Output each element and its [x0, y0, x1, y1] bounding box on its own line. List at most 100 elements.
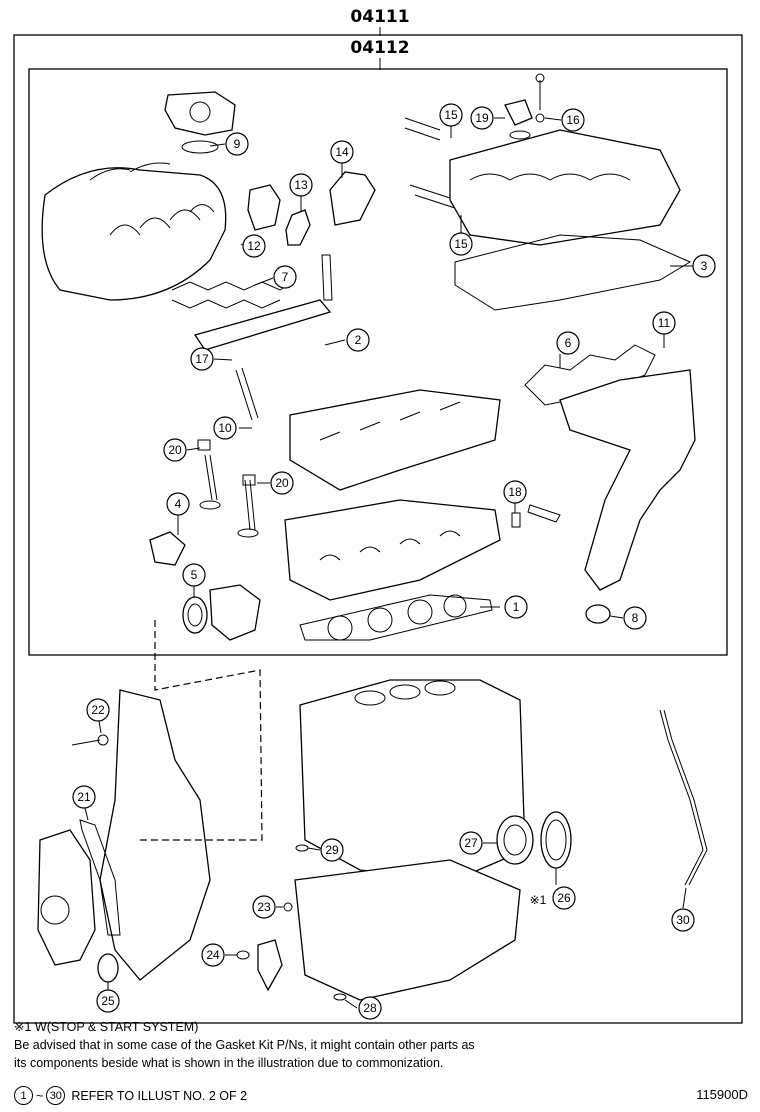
svg-text:10: 10: [218, 421, 232, 435]
svg-text:9: 9: [234, 137, 241, 151]
oil-filler-cap: [504, 99, 533, 140]
cam-sensor-14: [329, 171, 376, 226]
callout-11: 11: [652, 311, 676, 335]
water-outlet: [209, 584, 261, 641]
svg-text:8: 8: [632, 611, 639, 625]
callout-18: 18: [503, 480, 527, 504]
svg-text:15: 15: [454, 237, 468, 251]
head-cover-gasket: [454, 234, 692, 311]
cylinder-head-cover: [449, 129, 681, 246]
throttle-gasket-shape: [181, 140, 219, 154]
range-start-callout: 1: [14, 1086, 33, 1105]
callout-17: 17: [190, 347, 214, 371]
inner-kit-frame: [28, 68, 728, 656]
callout-28: 28: [358, 996, 382, 1020]
svg-text:17: 17: [195, 352, 209, 366]
svg-text:19: 19: [475, 111, 489, 125]
gasket-24-ring: [236, 950, 250, 960]
oil-seal-5: [182, 596, 208, 634]
crank-oil-seal-25: [97, 953, 119, 983]
oxygen-sensor-18: [511, 504, 561, 528]
exhaust-gasket-8: [585, 604, 611, 624]
exhaust-manifold: [559, 369, 696, 591]
svg-text:14: 14: [335, 145, 349, 159]
diagram-notes: ※1 W(STOP & START SYSTEM) Be advised tha…: [14, 1018, 614, 1072]
svg-text:5: 5: [191, 568, 198, 582]
oil-pressure-switch-24: [257, 939, 283, 992]
inner-kit-label: 04112: [350, 38, 409, 58]
svg-text:2: 2: [355, 333, 362, 347]
sensor-13: [285, 209, 311, 246]
note-advice-line-2: its components beside what is shown in t…: [14, 1056, 444, 1070]
callout-10: 10: [213, 416, 237, 440]
callout-7: 7: [273, 265, 297, 289]
water-pump-gasket-21: [79, 819, 121, 936]
svg-text:29: 29: [325, 843, 339, 857]
svg-text:3: 3: [701, 259, 708, 273]
intake-manifold: [41, 162, 227, 301]
svg-text:30: 30: [676, 913, 690, 927]
svg-text:28: 28: [363, 1001, 377, 1015]
camshaft-housing: [289, 389, 501, 491]
plug-23: [283, 902, 293, 912]
intake-gasket-7: [171, 281, 291, 309]
svg-text:18: 18: [508, 485, 522, 499]
injectors: [404, 117, 456, 209]
svg-text:22: 22: [91, 703, 105, 717]
callout-26: 26: [552, 886, 576, 910]
refer-row: 1 ~ 30 REFER TO ILLUST NO. 2 OF 2: [14, 1086, 247, 1105]
svg-text:25: 25: [101, 994, 115, 1008]
callout-22: 22: [86, 698, 110, 722]
range-end-callout: 30: [46, 1086, 66, 1105]
callout-6: 6: [556, 331, 580, 355]
callout-2: 2: [346, 328, 370, 352]
refer-text: REFER TO ILLUST NO. 2 OF 2: [71, 1088, 248, 1103]
svg-text:6: 6: [565, 336, 572, 350]
callout-16: 16: [561, 108, 585, 132]
timing-cover: [99, 689, 211, 981]
oil-control-valve-4: [149, 531, 186, 566]
callout-25: 25: [96, 989, 120, 1013]
throttle-body: [164, 91, 236, 136]
callout-15-top: 15: [439, 103, 463, 127]
svg-text:16: 16: [566, 113, 580, 127]
callout-14: 14: [330, 140, 354, 164]
callout-9: 9: [225, 132, 249, 156]
callout-20-left: 20: [163, 438, 187, 462]
callout-12: 12: [242, 234, 266, 258]
vvt-solenoid: [247, 184, 281, 231]
timing-cover-dashed-outline: [140, 620, 263, 841]
svg-text:7: 7: [282, 270, 289, 284]
callout-15-bottom: 15: [449, 232, 473, 256]
range-separator: ~: [36, 1088, 44, 1103]
svg-text:12: 12: [247, 239, 261, 253]
callout-4: 4: [166, 492, 190, 516]
oil-pan: [294, 859, 521, 1001]
callout-20-right: 20: [270, 471, 294, 495]
svg-text:4: 4: [175, 497, 182, 511]
cap-bolt-16: [535, 73, 545, 123]
outer-kit-label: 04111: [350, 7, 409, 27]
callout-13: 13: [289, 173, 313, 197]
bolt-22: [71, 734, 109, 746]
illustration-code: 115900D: [696, 1087, 748, 1102]
callout-30: 30: [671, 908, 695, 932]
callout-27: 27: [459, 831, 483, 855]
svg-text:20: 20: [168, 443, 182, 457]
svg-text:24: 24: [206, 948, 220, 962]
svg-text:23: 23: [257, 900, 271, 914]
callout-1: 1: [504, 595, 528, 619]
callout-8: 8: [623, 606, 647, 630]
outer-kit-frame: [13, 34, 743, 1024]
plug-29-ring: [295, 844, 309, 852]
svg-text:13: 13: [294, 178, 308, 192]
note-advice-line-1: Be advised that in some case of the Gask…: [14, 1038, 475, 1052]
svg-text:1: 1: [513, 600, 520, 614]
rear-oil-seal-27: [496, 815, 534, 865]
head-gasket-1: [299, 594, 493, 641]
callout-5: 5: [182, 563, 206, 587]
svg-text:27: 27: [464, 836, 478, 850]
callout-21: 21: [72, 785, 96, 809]
callout-29: 29: [320, 838, 344, 862]
